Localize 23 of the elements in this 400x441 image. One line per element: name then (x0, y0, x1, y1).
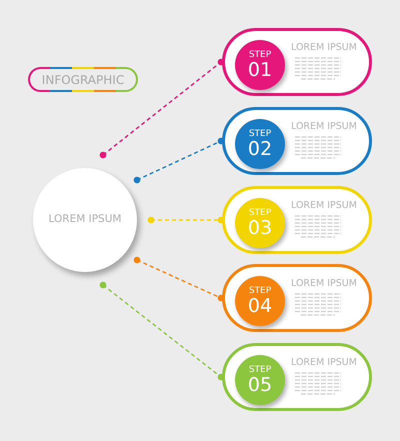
step-number: 05 (248, 375, 272, 395)
step-label: STEP (248, 129, 272, 139)
step-number: 02 (248, 139, 272, 159)
card-title: LOREM IPSUM (291, 120, 357, 134)
title-text: INFOGRAPHIC (42, 72, 124, 88)
dotted-connector (148, 216, 224, 224)
step-number: 01 (248, 60, 272, 80)
card-title: LOREM IPSUM (291, 277, 357, 291)
dotted-connector (100, 58, 224, 158)
center-text: LOREM IPSUM (48, 212, 122, 228)
card-title: LOREM IPSUM (291, 356, 357, 370)
step-label: STEP (248, 365, 272, 375)
step-label: STEP (248, 208, 272, 218)
step-label: STEP (248, 286, 272, 296)
step-label: STEP (248, 50, 272, 60)
card-title: LOREM IPSUM (291, 199, 357, 213)
card-title: LOREM IPSUM (291, 41, 357, 55)
dotted-connector (134, 138, 224, 184)
dotted-connector (134, 256, 224, 302)
dotted-connector (100, 282, 224, 380)
title-pill (28, 67, 138, 92)
step-number: 03 (248, 218, 272, 238)
step-number: 04 (248, 296, 272, 316)
